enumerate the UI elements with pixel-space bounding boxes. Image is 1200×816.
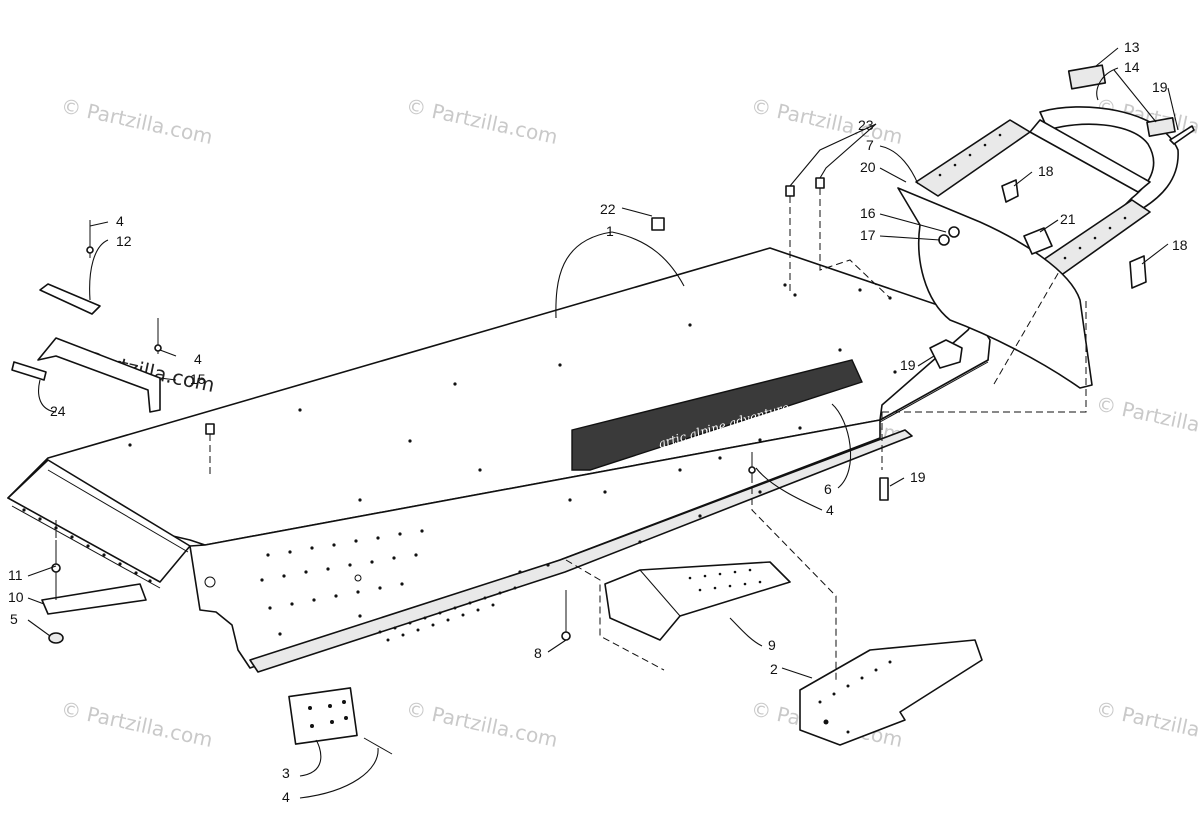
deck-holes bbox=[128, 283, 897, 502]
side-panel-holes bbox=[260, 490, 762, 636]
callout-label: 19 bbox=[900, 357, 916, 373]
callout-label: 12 bbox=[116, 233, 132, 249]
left-step-pad bbox=[915, 119, 1031, 197]
callout-label: 23 bbox=[858, 117, 874, 133]
watermark-text: © Partzilla.com bbox=[59, 696, 215, 752]
lip-rivets bbox=[22, 508, 152, 583]
rivet-4-c-head bbox=[748, 466, 756, 474]
callout-label: 18 bbox=[1172, 237, 1188, 253]
rivet-4-b-head bbox=[154, 344, 162, 352]
washer-16 bbox=[948, 226, 960, 238]
plate-3-holes bbox=[308, 700, 348, 728]
assembly-lines bbox=[55, 188, 1087, 680]
callout-label: 19 bbox=[910, 469, 926, 485]
callout-label: 14 bbox=[1124, 59, 1140, 75]
callout-label: 17 bbox=[860, 227, 876, 243]
bolt-19-lower bbox=[879, 477, 889, 501]
clip-18-upper bbox=[1001, 179, 1019, 203]
decal-13 bbox=[1067, 64, 1107, 90]
callout-label: 22 bbox=[600, 201, 616, 217]
watermark-text: © Partzilla.com bbox=[1094, 391, 1200, 447]
bumper-crossbar bbox=[1029, 119, 1151, 193]
bumper-5 bbox=[48, 632, 64, 644]
bracket-15 bbox=[37, 337, 161, 413]
footrest-9 bbox=[604, 561, 791, 641]
tunnel-running-board bbox=[249, 429, 913, 673]
side-panel-grommet bbox=[354, 574, 362, 582]
callout-label: 6 bbox=[824, 481, 832, 497]
callout-label: 24 bbox=[50, 403, 66, 419]
bumper-hardware bbox=[785, 177, 1147, 369]
nut-17 bbox=[938, 234, 950, 246]
plate-10 bbox=[41, 583, 147, 615]
plug-left bbox=[205, 423, 215, 435]
bolt-19-top bbox=[1169, 125, 1195, 145]
callout-label: 4 bbox=[116, 213, 124, 229]
plug-23-b bbox=[815, 177, 825, 189]
clip-18-right bbox=[1129, 255, 1147, 289]
step-pad-dots bbox=[938, 133, 1127, 260]
bolt-11-head bbox=[51, 563, 61, 573]
tunnel-assembly bbox=[7, 247, 991, 673]
callout-label: 9 bbox=[768, 637, 776, 653]
callout-label: 3 bbox=[282, 765, 290, 781]
left-hardware bbox=[11, 217, 889, 755]
bracket-holes bbox=[818, 660, 892, 734]
rivet-4-a-head bbox=[86, 246, 94, 254]
running-board-grip bbox=[378, 586, 517, 642]
decal-strip bbox=[571, 359, 863, 471]
callout-label: 2 bbox=[770, 661, 778, 677]
callout-label: 7 bbox=[866, 137, 874, 153]
bumper-mount-19 bbox=[929, 339, 963, 369]
callout-label: 11 bbox=[8, 567, 23, 583]
callout-label: 4 bbox=[194, 351, 202, 367]
callout-label: 20 bbox=[860, 159, 876, 175]
nut-21 bbox=[1023, 227, 1053, 255]
bolt-8-head bbox=[561, 631, 571, 641]
watermark-text: © Partzilla.com bbox=[59, 93, 215, 149]
callout-label: 8 bbox=[534, 645, 542, 661]
decal-14 bbox=[1146, 117, 1176, 137]
leader-lines bbox=[27, 47, 1179, 799]
strip-24 bbox=[11, 361, 47, 381]
plug-22 bbox=[651, 217, 665, 231]
plate-3 bbox=[288, 687, 358, 745]
callout-label: 1 bbox=[606, 223, 614, 239]
watermark-text: © Partzilla.com bbox=[404, 93, 560, 149]
footrest-dots bbox=[688, 568, 762, 592]
watermark-text: © Partzilla.com bbox=[404, 696, 560, 752]
watermark-text: © Partzilla.com bbox=[749, 93, 905, 149]
watermark-text: © Partzilla.com bbox=[1094, 696, 1200, 752]
callout-label: 13 bbox=[1124, 39, 1140, 55]
callout-label: 4 bbox=[282, 789, 290, 805]
plate-12 bbox=[39, 283, 101, 315]
footrest-and-bracket bbox=[604, 561, 983, 746]
callout-label: 15 bbox=[190, 371, 206, 387]
rivet-4-d bbox=[363, 737, 393, 755]
callout-label: 19 bbox=[1152, 79, 1168, 95]
bracket-2 bbox=[799, 639, 983, 746]
plug-23-a bbox=[785, 185, 795, 197]
side-panel-grommet bbox=[204, 576, 216, 588]
callout-labels: 1 2 3 4 4 4 4 5 6 7 8 9 10 11 12 13 14 1… bbox=[8, 39, 1188, 805]
tunnel-side-panel bbox=[189, 419, 881, 669]
callout-label: 18 bbox=[1038, 163, 1054, 179]
callout-label: 16 bbox=[860, 205, 876, 221]
callout-label: 21 bbox=[1060, 211, 1076, 227]
callout-label: 4 bbox=[826, 502, 834, 518]
callout-label: 5 bbox=[10, 611, 18, 627]
callout-label: 10 bbox=[8, 589, 24, 605]
